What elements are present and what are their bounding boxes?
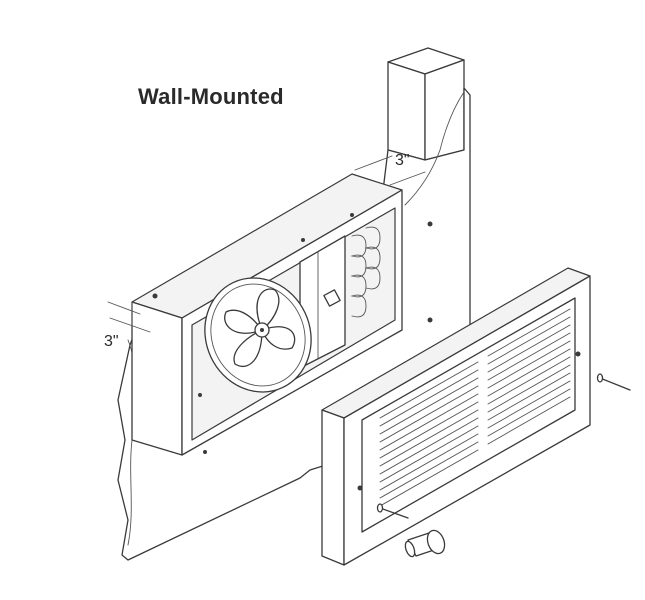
diagram-title: Wall-Mounted [138, 84, 284, 109]
grille-cover-icon [321, 267, 591, 566]
side-clearance-label: 3" [104, 333, 119, 350]
grille-louvers [379, 308, 571, 507]
top-clearance-label: 3" [395, 152, 410, 169]
dimension-lines [107, 155, 426, 333]
thermostat-knob-icon [404, 529, 446, 558]
fan-icon [204, 277, 312, 393]
wall-stud-icon [387, 47, 465, 161]
screw-icon [376, 373, 631, 519]
